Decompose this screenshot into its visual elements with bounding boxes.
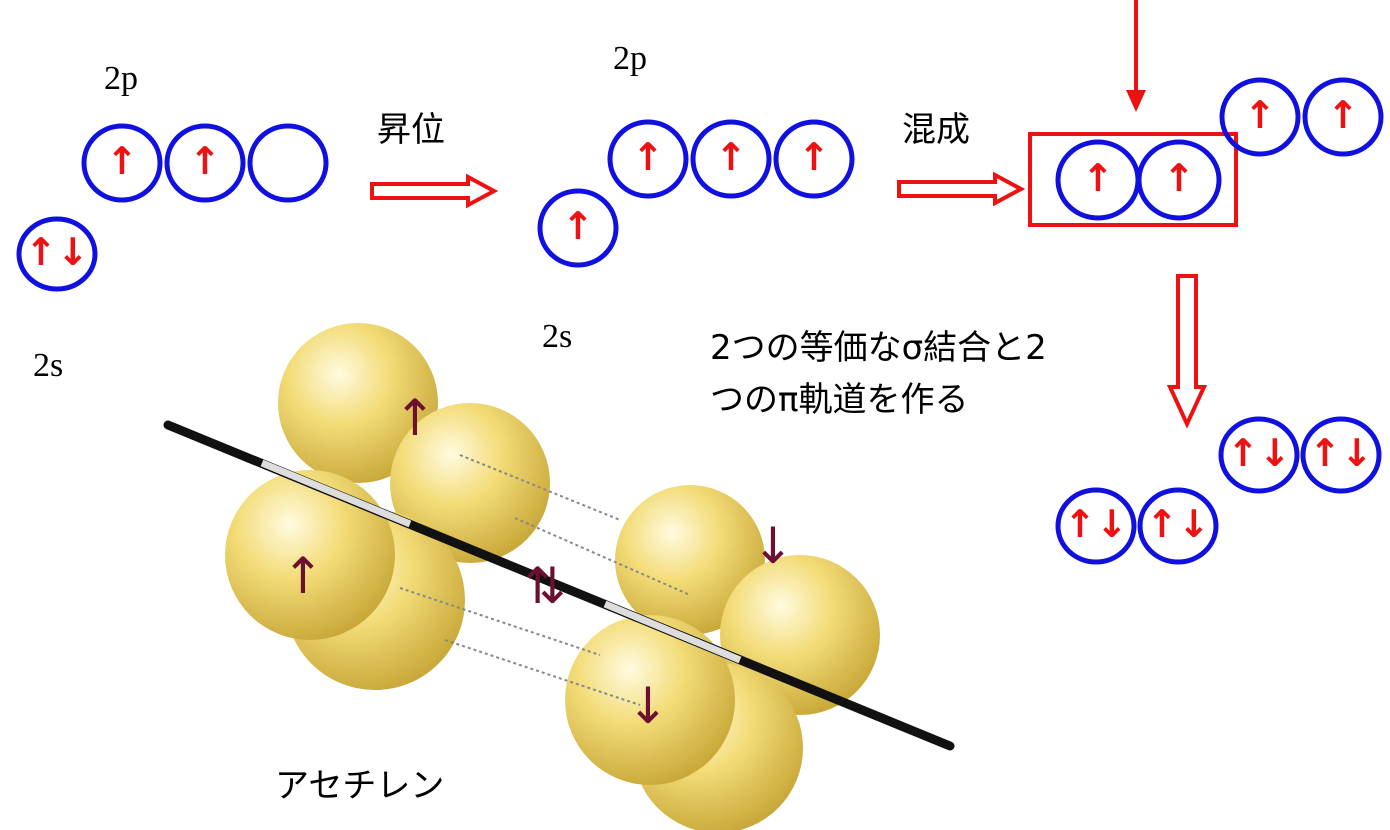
orbital-lobe: [390, 403, 550, 563]
orbital-circle: [1300, 416, 1382, 494]
bonded-sigma-orbital-group: [1055, 487, 1219, 565]
electron-spin: ↑: [106, 139, 138, 183]
mid-2s-orbital: [537, 188, 619, 268]
electron-spin: ↑: [562, 204, 594, 248]
label-2s-left: 2s: [33, 347, 64, 384]
orbital-circle: [16, 216, 98, 292]
left-2s-orbital: [16, 216, 98, 292]
orbital-circle: [1218, 416, 1300, 494]
orbital-circle: [164, 123, 246, 203]
down-pointer-arrow: [1126, 0, 1146, 112]
orbital-lobe: [225, 470, 395, 640]
description-line-2: つのπ軌道を作る: [710, 380, 969, 420]
electron-spin: ↑: [1163, 156, 1195, 200]
orbital-circle: [247, 123, 329, 203]
electron-spin: ↑: [1082, 156, 1114, 200]
label-2p-left: 2p: [104, 60, 138, 97]
orbital-circle: [690, 119, 772, 199]
electron-spin: ↑: [798, 135, 830, 179]
hybridization-arrow: [897, 171, 1026, 207]
molecule-spin-arrow: ↓: [752, 517, 794, 575]
orbital-circle: [537, 188, 619, 268]
sp-hybrid-orbital-group: [1055, 139, 1222, 221]
promotion-arrow: [370, 173, 499, 209]
sigma-bond-highlight: [260, 459, 412, 528]
orbital-circle: [1137, 487, 1219, 565]
electron-spin: ↑↓: [1227, 431, 1291, 475]
description-line-1: 2つの等価なσ結合と2: [710, 328, 1047, 368]
bonded-pi-orbital-group: [1218, 416, 1382, 494]
electron-spin: ↑: [715, 135, 747, 179]
molecule-spin-arrow: ↓: [627, 677, 669, 735]
orbital-circle: [1302, 77, 1384, 157]
orbital-circle: [773, 119, 855, 199]
molecule-spin-arrow: ↑: [282, 547, 324, 605]
bond-formation-arrow: [1166, 274, 1208, 429]
label-2s-mid: 2s: [542, 318, 573, 355]
electron-spin: ↑↓: [25, 230, 89, 274]
electron-spin: ↑↓: [1309, 431, 1373, 475]
electron-spin: ↑: [1327, 93, 1359, 137]
electron-spin: ↑: [189, 139, 221, 183]
unhybridized-p-orbital-group: [1219, 77, 1384, 157]
label-promotion: 昇位: [377, 110, 445, 150]
label-2p-mid: 2p: [613, 40, 647, 77]
molecule-name: アセチレン: [275, 766, 445, 806]
hybrid-highlight-box: [1028, 132, 1238, 227]
electron-spin: ↑: [1244, 93, 1276, 137]
electron-spin: ↑: [632, 135, 664, 179]
electron-spin: ↑↓: [1064, 502, 1128, 546]
orbital-lobe: [278, 323, 438, 483]
pi-overlap-lines: [399, 454, 691, 706]
molecule-spin-arrow: ⇅: [524, 557, 566, 615]
molecule-spin-arrow: ↑: [394, 389, 436, 447]
acetylene-illustration: [135, 323, 955, 830]
left-2p-orbital-group: [81, 123, 329, 203]
orbital-lobe: [615, 485, 765, 635]
orbital-circle: [1219, 77, 1301, 157]
electron-spin: ↑↓: [1146, 502, 1210, 546]
label-hybridization: 混成: [902, 110, 970, 150]
sigma-bond-highlight: [603, 600, 742, 664]
mid-2p-orbital-group: [607, 119, 855, 199]
orbital-circle: [81, 123, 163, 203]
orbital-circle: [1136, 139, 1222, 221]
orbital-circle: [607, 119, 689, 199]
orbital-lobe: [565, 615, 735, 785]
orbital-circle: [1055, 487, 1137, 565]
